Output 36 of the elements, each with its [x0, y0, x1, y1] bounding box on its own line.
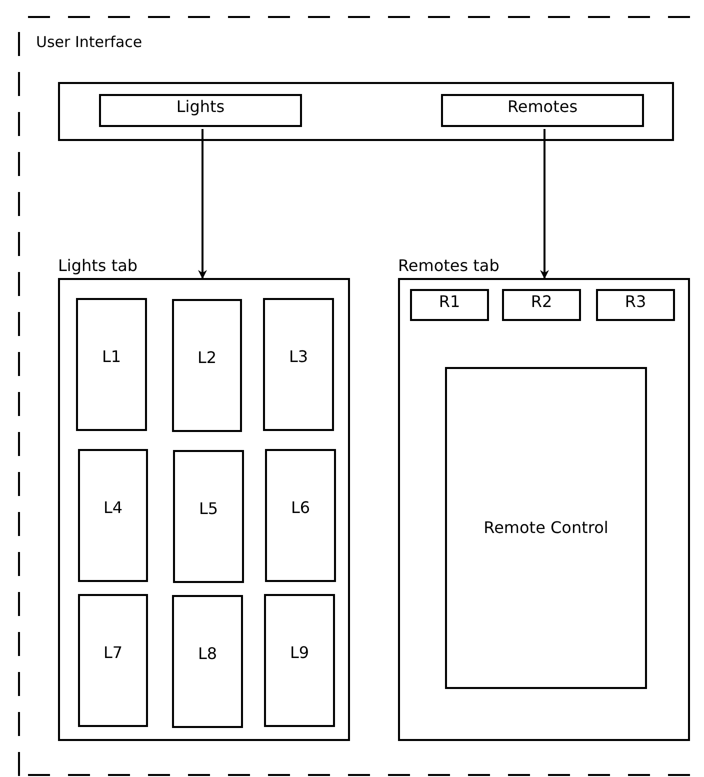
remote-label: R1	[438, 293, 460, 311]
light-label: L6	[290, 499, 310, 517]
light-label: L3	[288, 348, 308, 366]
light-card	[264, 594, 335, 727]
tab-label: Remotes	[507, 98, 578, 116]
arrow	[540, 129, 549, 279]
panel-title: Lights tab	[58, 257, 138, 275]
frame-title: User Interface	[36, 34, 142, 50]
light-card	[172, 595, 243, 728]
light-card	[76, 298, 147, 431]
light-label: L2	[197, 349, 217, 367]
light-label: L8	[198, 645, 218, 663]
arrow	[198, 129, 207, 279]
light-card	[173, 450, 244, 583]
light-card	[78, 449, 148, 582]
remote-label: R2	[530, 293, 552, 311]
light-label: L9	[290, 644, 310, 662]
panel-label: Remote Control	[484, 519, 608, 537]
remote-tab	[502, 289, 581, 321]
light-card	[263, 298, 334, 431]
panel-title: Remotes tab	[398, 257, 500, 275]
menu-bar	[58, 82, 674, 141]
tab-label: Lights	[176, 98, 225, 116]
remote-tab	[596, 289, 675, 321]
light-label: L7	[103, 644, 123, 662]
remote-control-panel	[445, 367, 647, 689]
remote-tab	[410, 289, 489, 321]
light-card	[78, 594, 148, 727]
tab-button	[441, 94, 644, 127]
tab-button	[99, 94, 302, 127]
light-label: L5	[198, 500, 218, 518]
remote-label: R3	[624, 293, 646, 311]
light-label: L4	[103, 499, 123, 517]
light-card	[172, 299, 242, 432]
light-card	[265, 449, 336, 582]
light-label: L1	[102, 348, 122, 366]
